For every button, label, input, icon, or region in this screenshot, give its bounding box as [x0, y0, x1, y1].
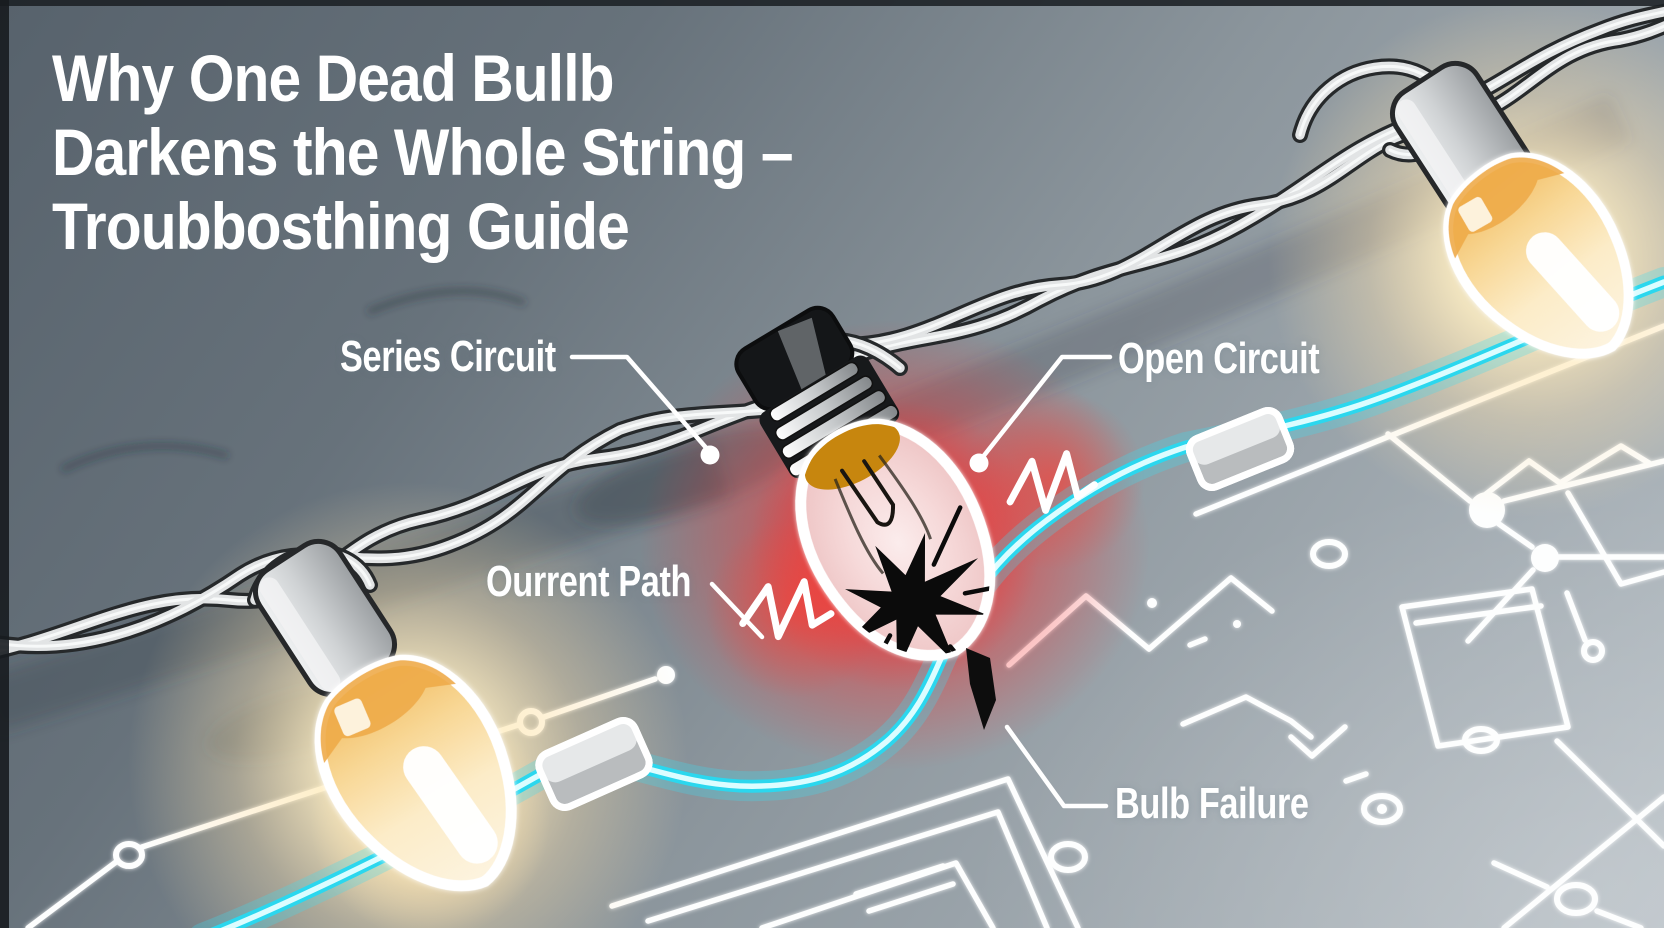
current-path-leader — [709, 581, 765, 640]
current-pulse-icon-left — [739, 578, 835, 641]
title-line-1: Why One Dead Bullb — [52, 41, 615, 115]
callout-leader-lines — [569, 354, 1113, 809]
bulb-failure-leader — [1004, 724, 1109, 809]
series-circuit-label: Series Circuit — [340, 332, 556, 381]
current-path-label: Ourrent Path — [486, 557, 692, 606]
series-circuit-leader — [569, 354, 711, 453]
glowing-bulb-icon-left — [252, 538, 517, 892]
page-title: Why One Dead Bullb Darkens the Whole Str… — [52, 41, 794, 263]
open-circuit-label: Open Circuit — [1118, 334, 1320, 383]
bulb-failure-label: Bulb Failure — [1115, 779, 1309, 828]
cracked-glass — [795, 418, 1015, 683]
title-line-2: Darkens the Whole String – — [52, 115, 794, 189]
current-pulse-icons — [739, 450, 1098, 641]
open-circuit-leader — [979, 354, 1113, 461]
title-line-3: Troubbosthing Guide — [52, 189, 630, 263]
glowing-bulb-icon-right — [1389, 60, 1634, 359]
inline-wire-connector-icon-right — [1185, 407, 1295, 491]
inline-wire-connector-icon-left — [535, 717, 653, 811]
current-pulse-icon-right — [1006, 450, 1098, 514]
falling-glass-shard — [966, 648, 996, 730]
broken-bulb-icon — [734, 305, 1015, 730]
